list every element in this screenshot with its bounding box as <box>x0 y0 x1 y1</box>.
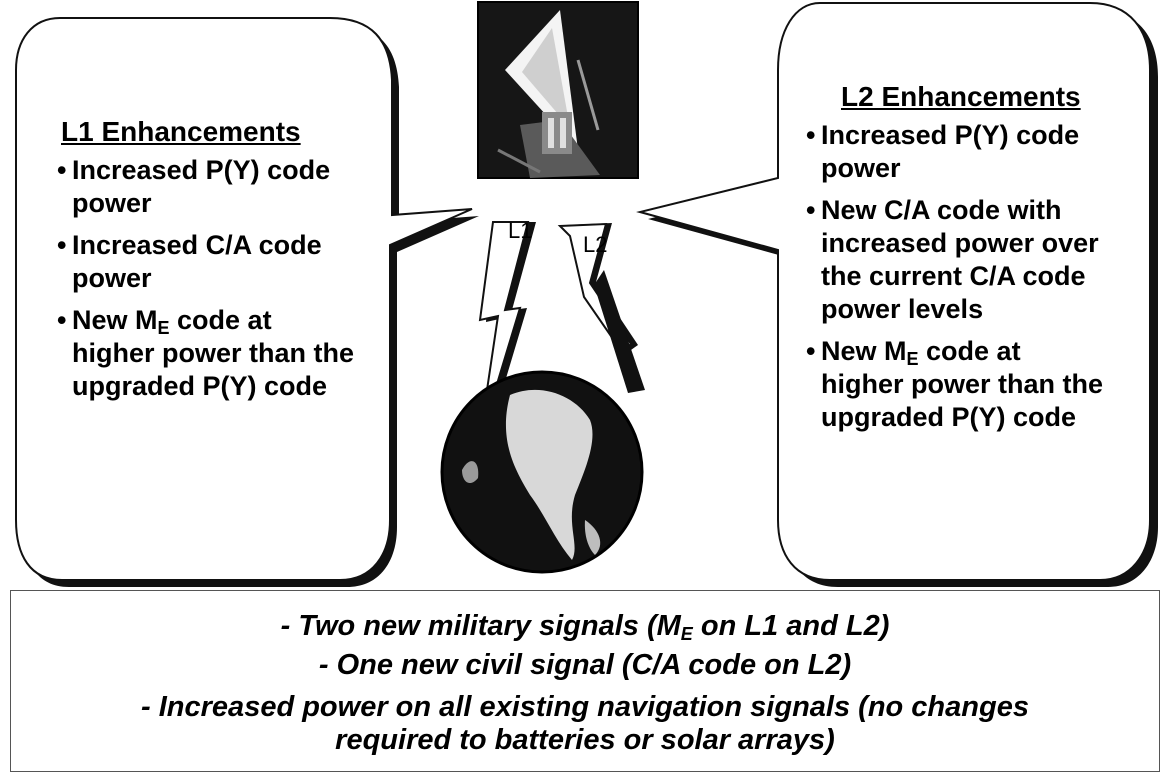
lightning-bolt-icon <box>478 221 536 396</box>
diagram-artwork <box>15 1 1158 587</box>
list-item: • New C/A code with increased power over… <box>806 195 1099 324</box>
list-item: • New ME code at higher power than the u… <box>806 336 1104 432</box>
summary-line-military: - Two new military signals (ME on L1 and… <box>280 610 890 644</box>
bullet-icon: • <box>57 155 67 185</box>
list-item: • Increased P(Y) code power <box>57 155 331 218</box>
satellite-icon <box>477 1 639 179</box>
summary-box: - Two new military signals (ME on L1 and… <box>10 590 1160 772</box>
summary-line-power-2: required to batteries or solar arrays) <box>335 724 835 756</box>
bullet-icon: • <box>57 305 67 335</box>
left-callout-content: L1 Enhancements • Increased P(Y) code po… <box>57 115 357 412</box>
list-item: • Increased C/A code power <box>57 230 322 293</box>
lightning-bolt-icon <box>557 222 645 393</box>
signal-label-l1: L1 <box>508 218 533 243</box>
bullet-icon: • <box>57 230 67 260</box>
right-callout-title: L2 Enhancements <box>841 81 1081 112</box>
bullet-icon: • <box>806 336 816 366</box>
left-callout-title: L1 Enhancements <box>61 116 301 147</box>
signal-label-l2: L2 <box>583 232 608 257</box>
summary-line-power-1: - Increased power on all existing naviga… <box>141 691 1029 723</box>
right-callout-content: L2 Enhancements • Increased P(Y) code po… <box>806 80 1106 443</box>
list-item: • Increased P(Y) code power <box>806 120 1080 183</box>
bullet-icon: • <box>806 195 816 225</box>
right-callout-bubble <box>636 1 1151 581</box>
left-callout-bubble <box>15 17 473 581</box>
earth-globe-icon <box>440 370 644 574</box>
bullet-icon: • <box>806 120 816 150</box>
summary-line-civil: - One new civil signal (C/A code on L2) <box>318 649 852 681</box>
list-item: • New ME code at higher power than the u… <box>57 305 355 401</box>
